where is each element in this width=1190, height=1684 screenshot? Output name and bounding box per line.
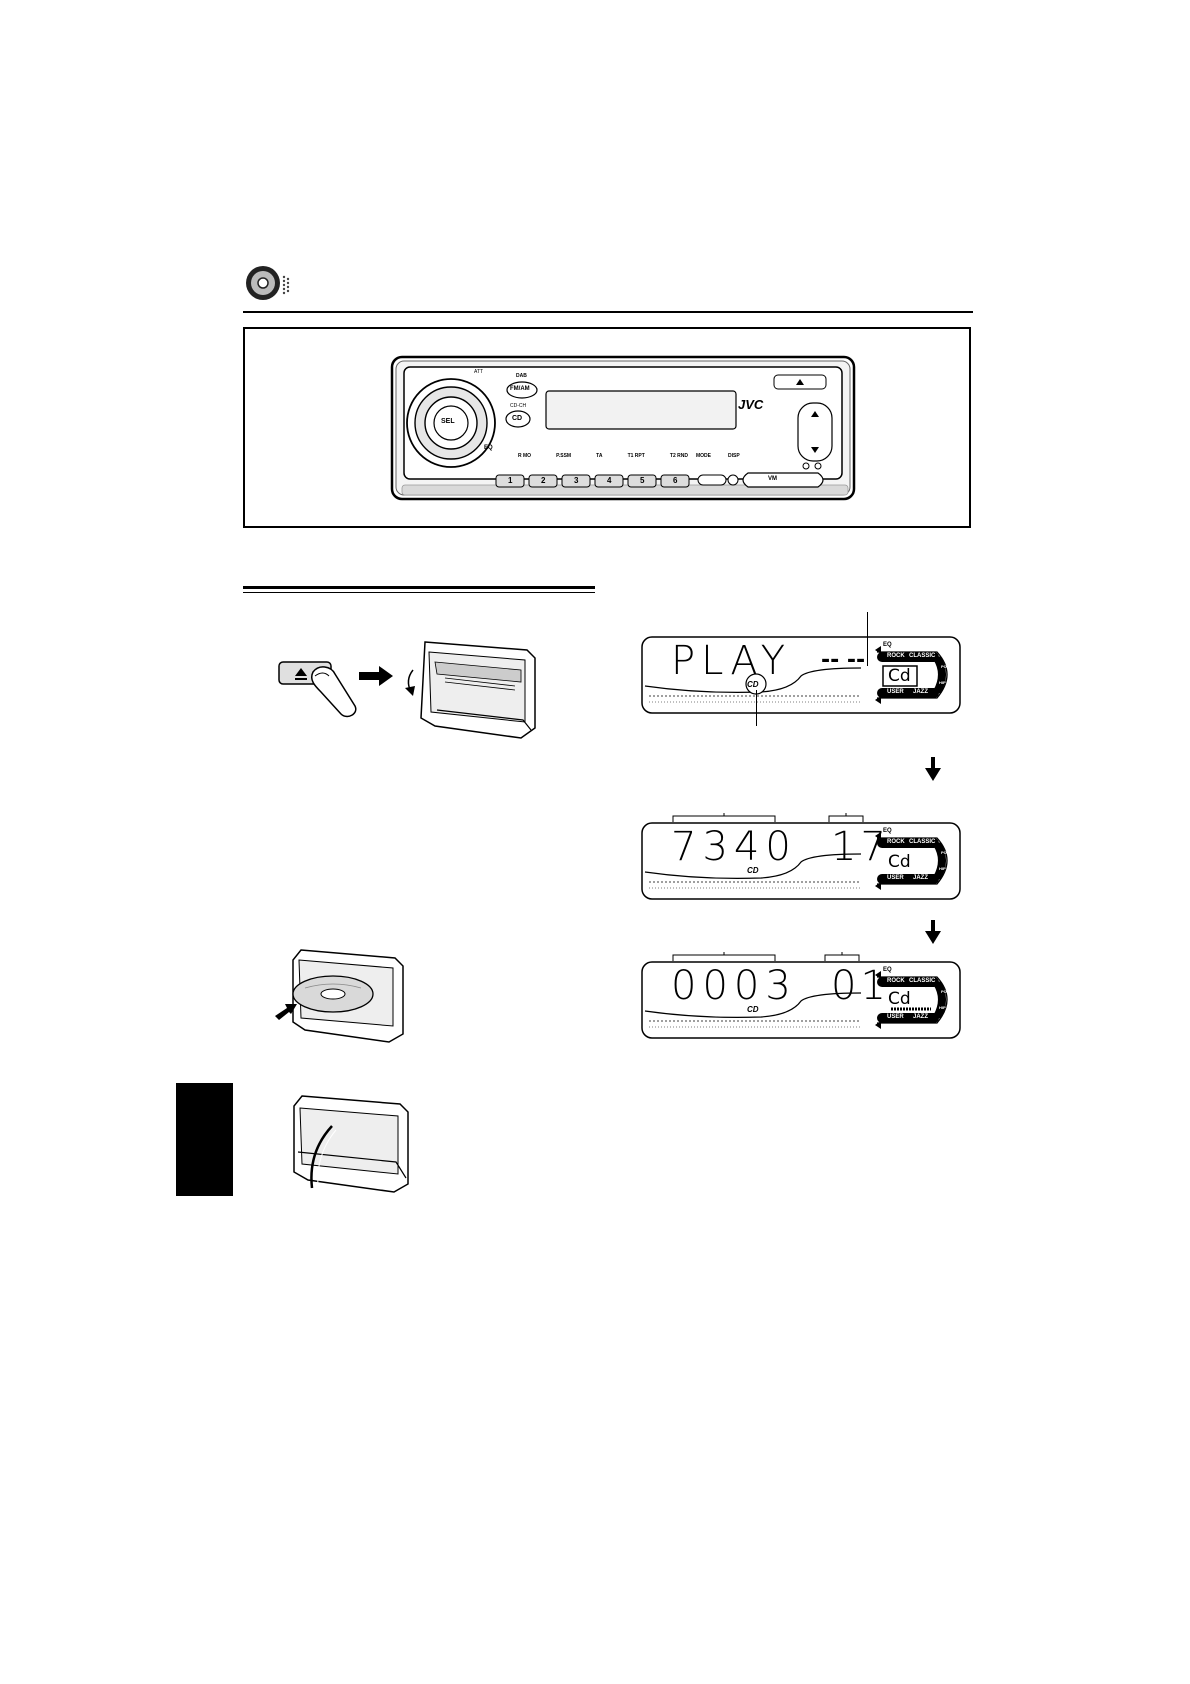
section-rule — [243, 586, 595, 589]
cd-badge: CD — [747, 1005, 759, 1014]
cd-badge: CD — [747, 680, 759, 689]
lcd-display-1: PLAY -- -- Cd CD EQ ROCK CLASSIC USER JA… — [641, 636, 961, 714]
header-rule — [243, 311, 973, 313]
lcd-main-text: PLAY — [671, 638, 792, 684]
lcd-display-2: 7340 17 Cd CD EQ ROCK CLASSIC USER JAZZ … — [641, 822, 961, 900]
fm-am-button[interactable]: FM/AM — [510, 386, 530, 392]
preset-function-3: TA — [596, 453, 603, 459]
eq-text: EQ — [883, 967, 892, 973]
att-label: ATT — [474, 369, 484, 375]
lcd-right-text: -- -- — [821, 648, 866, 673]
bracket-time — [672, 813, 776, 823]
rock-text: ROCK — [887, 978, 905, 984]
preset-button-1[interactable]: 1 — [508, 476, 513, 485]
classic-text: CLASSIC — [909, 653, 936, 659]
preset-function-5: T2 RND — [669, 453, 688, 459]
brand-logo: JVC — [738, 397, 764, 412]
down-arrow-icon — [925, 920, 941, 944]
pops-text: POPS — [941, 850, 953, 855]
sel-button[interactable]: SEL — [441, 418, 455, 425]
disp-label: DISP — [728, 453, 740, 459]
control-panel-frame — [243, 327, 971, 528]
lcd-main-text: 7340 — [671, 824, 797, 870]
preset-function-labels: R MO P.SSM TA T1 RPT T2 RND — [518, 453, 688, 459]
classic-text: CLASSIC — [909, 978, 936, 984]
hiphop-text: HIP HOP — [939, 866, 956, 871]
hiphop-text: HIP HOP — [939, 680, 956, 685]
bracket-tracks — [828, 813, 864, 823]
eq-text: EQ — [883, 642, 892, 648]
lcd-source-text: Cd — [888, 666, 911, 686]
rock-text: ROCK — [887, 653, 905, 659]
jazz-text: JAZZ — [913, 875, 928, 881]
pops-text: POPS — [941, 664, 953, 669]
lcd-main-text: 0003 — [671, 963, 797, 1009]
down-arrow-icon — [925, 757, 941, 781]
lcd-right-text: 01 — [831, 963, 890, 1009]
lcd-right-text: 17 — [831, 824, 890, 870]
dab-label: DAB — [516, 373, 527, 379]
preset-button-5[interactable]: 5 — [640, 476, 645, 485]
preset-function-2: P.SSM — [556, 453, 572, 459]
rock-text: ROCK — [887, 839, 905, 845]
cd-ch-label: CD-CH — [510, 403, 527, 409]
preset-function-1: R MO — [518, 453, 532, 459]
preset-button-2[interactable]: 2 — [541, 476, 546, 485]
lcd-source-text: Cd — [888, 852, 911, 872]
eject-illustration — [275, 630, 565, 745]
side-tab — [176, 1083, 233, 1196]
cd-button[interactable]: CD — [512, 415, 523, 422]
callout-line-cd — [756, 690, 757, 726]
preset-buttons: 1 2 3 4 5 6 — [496, 475, 690, 487]
vm-label: VM — [768, 476, 777, 482]
jazz-text: JAZZ — [913, 689, 928, 695]
preset-button-4[interactable]: 4 — [607, 476, 612, 485]
lcd-source-text: Cd — [888, 989, 911, 1009]
bracket-track-number — [824, 952, 860, 962]
classic-text: CLASSIC — [909, 839, 936, 845]
user-text: USER — [887, 875, 904, 881]
mode-label: MODE — [696, 453, 711, 459]
user-text: USER — [887, 1014, 904, 1020]
pops-text: POPS — [941, 989, 953, 994]
cd-badge: CD — [747, 866, 759, 875]
faceplate: JVC SEL FM/AM CD ATT DAB CD-CH EQ MODE D… — [388, 353, 858, 503]
section-rule-thin — [243, 592, 595, 593]
preset-function-4: T1 RPT — [627, 453, 645, 459]
hiphop-text: HIP HOP — [939, 1005, 956, 1010]
jazz-text: JAZZ — [913, 1014, 928, 1020]
eq-label: EQ — [484, 445, 493, 451]
callout-line-source — [867, 612, 868, 666]
preset-button-3[interactable]: 3 — [574, 476, 579, 485]
lcd-display-3: 0003 01 Cd CD EQ ROCK CLASSIC USER JAZZ … — [641, 961, 961, 1039]
eq-text: EQ — [883, 828, 892, 834]
bracket-elapsed-time — [672, 952, 776, 962]
preset-button-6[interactable]: 6 — [673, 476, 678, 485]
user-text: USER — [887, 689, 904, 695]
close-panel-illustration — [288, 1092, 418, 1196]
cd-section-icon — [244, 263, 304, 303]
insert-disc-illustration — [275, 946, 415, 1046]
